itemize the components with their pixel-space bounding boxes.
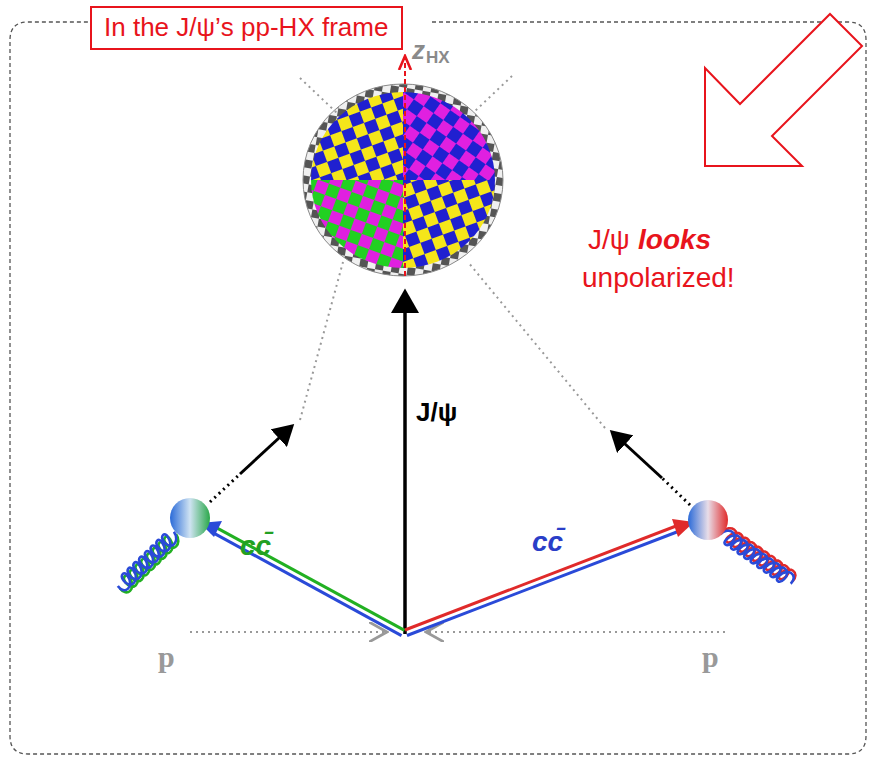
- hadronization-blob: [688, 500, 728, 540]
- pointer-arrow: [705, 14, 862, 166]
- jpsi-momentum: [403, 292, 407, 634]
- emission-arrow: [612, 432, 690, 505]
- z-axis: [404, 58, 406, 276]
- gluon: [717, 525, 798, 589]
- statement-text: J/ψ: [588, 224, 630, 256]
- statement-emphasis: looks: [638, 224, 711, 256]
- particle-label: J/ψ: [416, 398, 457, 428]
- gluon: [114, 528, 182, 595]
- polarization-sphere: [300, 80, 506, 280]
- quark-pair-label: cc̄: [240, 530, 271, 562]
- hadronization-blob: [170, 498, 210, 538]
- frame-title-box: In the J/ψ’s pp-HX frame: [90, 6, 403, 50]
- proton-label: p: [158, 640, 175, 675]
- quark-pair-label: cc̄: [532, 526, 563, 558]
- ccbar-left: [200, 521, 405, 636]
- proton-beam: [190, 631, 385, 633]
- title-text: In the J/ψ’s pp-HX frame: [104, 13, 389, 43]
- statement-text: unpolarized!: [582, 262, 735, 294]
- proton-beam: [428, 631, 725, 633]
- ccbar-right: [405, 519, 694, 636]
- axis-label: z: [412, 36, 425, 66]
- emission-arrow: [210, 426, 292, 502]
- axis-subscript: HX: [426, 48, 450, 68]
- radial-dotted-lines: [300, 76, 605, 428]
- proton-label: p: [702, 640, 719, 675]
